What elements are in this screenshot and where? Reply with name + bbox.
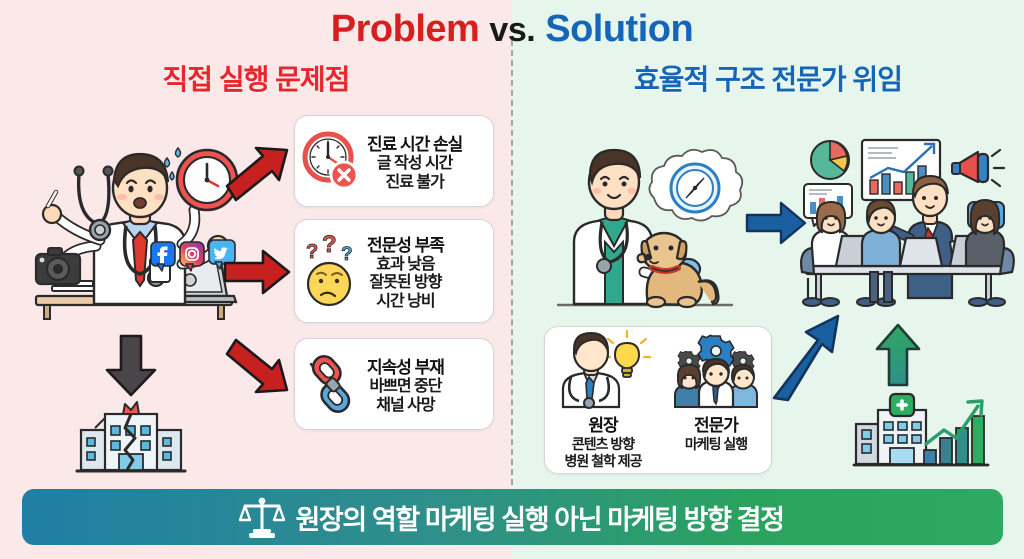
problem-card-lack-expertise[interactable]: ? ? ? 전문성 부족 효과 낮음 잘못된 방향 시간 낭비	[294, 219, 494, 323]
role-expert-line-1: 마케팅 실행	[684, 436, 748, 452]
key-message-banner[interactable]: 원장의 역할 마케팅 실행 아닌 마케팅 방향 결정	[22, 489, 1003, 545]
vet-with-dog-illustration	[552, 130, 782, 320]
red-arrow-right-icon	[223, 248, 291, 296]
problem-card-3-text: 지속성 부재 바쁘면 중단 채널 사망	[367, 353, 445, 415]
scales-balance-icon	[239, 497, 286, 538]
problem-card-1-text: 진료 시간 손실 글 작성 시간 진료 불가	[367, 130, 463, 192]
problem-heading: 직접 실행 문제점	[162, 64, 351, 95]
problem-card-1-line-1: 글 작성 시간	[376, 155, 453, 173]
blue-arrow-right-icon	[745, 200, 807, 246]
problem-card-1-title: 진료 시간 손실	[367, 135, 463, 155]
svg-text:?: ?	[322, 231, 337, 258]
twitter-icon	[208, 239, 236, 270]
red-arrow-up-right-icon	[223, 146, 291, 202]
problem-card-time-loss[interactable]: 진료 시간 손실 글 작성 시간 진료 불가	[294, 115, 494, 207]
facebook-icon	[150, 241, 176, 272]
green-arrow-up-icon	[874, 322, 922, 388]
problem-card-3-line-2: 채널 사망	[376, 396, 435, 414]
role-expert: 전문가 마케팅 실행	[673, 333, 759, 453]
red-arrow-down-right-icon	[223, 338, 291, 396]
stressed-doctor-illustration	[22, 128, 252, 323]
expert-team-gears-icon	[674, 334, 758, 409]
role-expert-name: 전문가	[694, 416, 739, 435]
role-director-line-2: 병원 철학 제공	[564, 452, 642, 469]
problem-card-2-line-2: 잘못된 방향	[369, 274, 442, 292]
hospital-growth-icon	[852, 392, 990, 470]
cracked-hospital-icon	[75, 398, 187, 476]
problem-card-1-line-2: 진료 불가	[385, 173, 444, 191]
broken-chain-icon	[295, 352, 367, 416]
role-director-name: 원장	[588, 416, 618, 435]
solution-heading: 효율적 구조 전문가 위임	[634, 64, 903, 95]
gray-arrow-down-icon	[104, 334, 158, 398]
problem-card-2-line-1: 효과 낮음	[376, 255, 435, 273]
solution-roles-card[interactable]: 원장 콘텐츠 방향 병원 철학 제공	[544, 326, 772, 474]
role-director-line-1: 콘텐츠 방향	[571, 436, 635, 452]
problem-card-2-title: 전문성 부족	[367, 235, 445, 255]
problem-card-3-title: 지속성 부재	[367, 358, 445, 378]
banner-message: 원장의 역할 마케팅 실행 아닌 마케팅 방향 결정	[295, 504, 784, 535]
doctor-idea-icon	[561, 329, 652, 409]
svg-text:?: ?	[306, 241, 318, 263]
title-vs: vs.	[489, 11, 536, 49]
title-solution: Solution	[545, 8, 694, 50]
role-director: 원장 콘텐츠 방향 병원 철학 제공	[557, 329, 652, 470]
instagram-icon	[179, 241, 205, 272]
social-media-icons	[150, 239, 239, 274]
problem-card-2-line-3: 시간 낭비	[376, 292, 435, 310]
center-divider	[511, 40, 513, 495]
problem-card-2-text: 전문성 부족 효과 낮음 잘못된 방향 시간 낭비	[367, 231, 445, 311]
problem-card-no-consistency[interactable]: 지속성 부재 바쁘면 중단 채널 사망	[294, 338, 494, 430]
title-problem: Problem	[330, 8, 480, 50]
confused-face-icon: ? ? ?	[295, 231, 367, 308]
problem-card-3-line-1: 바쁘면 중단	[369, 378, 442, 396]
clock-error-icon	[295, 130, 367, 192]
marketing-team-illustration	[800, 132, 1016, 307]
blue-arrow-up-right-icon	[772, 310, 842, 402]
page-title: Problem vs. Solution	[0, 8, 1024, 51]
svg-text:?: ?	[341, 244, 353, 265]
